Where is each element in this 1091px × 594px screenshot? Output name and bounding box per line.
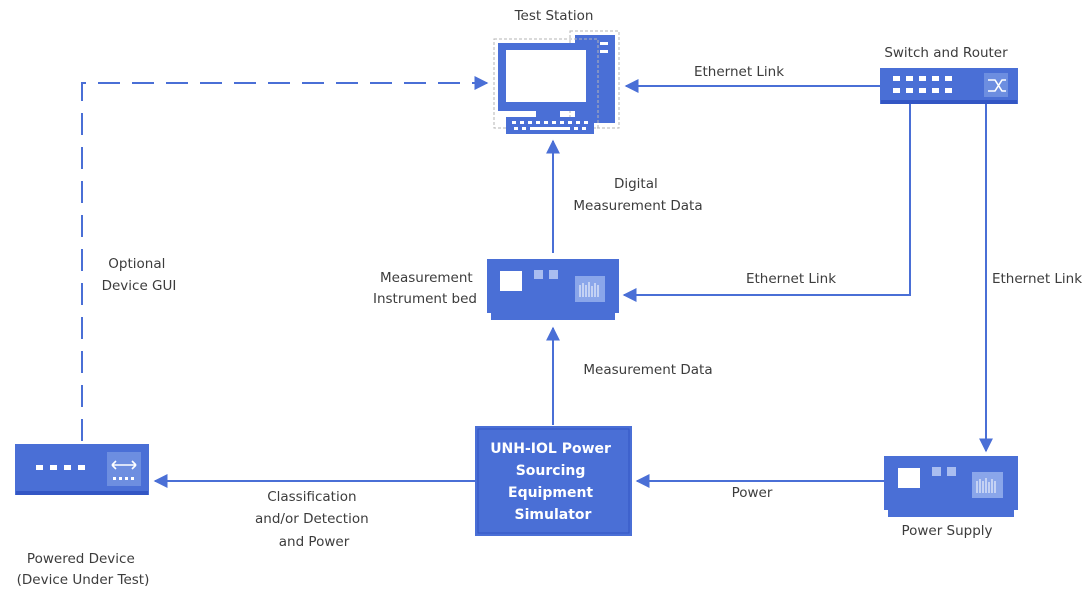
- edge-label-classification: Classification and/or Detection and Powe…: [255, 489, 373, 550]
- powered-device-label: Powered Device (Device Under Test): [17, 551, 150, 588]
- edge-label-power: Power: [732, 485, 773, 501]
- edge-label-digital-data: Digital Measurement Data: [573, 176, 702, 214]
- edge-label-measurement-data: Measurement Data: [583, 362, 712, 378]
- power-supply-icon: [884, 456, 1018, 517]
- edge-label-ethernet-right: Ethernet Link: [992, 271, 1082, 287]
- power-supply-label: Power Supply: [901, 523, 992, 539]
- test-station-icon: [493, 30, 620, 134]
- edge-optional-gui: [81, 76, 489, 441]
- powered-device-icon: [15, 444, 149, 495]
- pse-simulator-label: UNH-IOL Power Sourcing Equipment Simulat…: [490, 441, 616, 523]
- switch-router-label: Switch and Router: [884, 45, 1008, 61]
- test-station-label: Test Station: [514, 8, 594, 24]
- switch-router-icon: [880, 68, 1018, 104]
- pse-simulator-box: [475, 426, 632, 536]
- edge-label-ethernet-mid: Ethernet Link: [746, 271, 836, 287]
- measurement-bed-label: Measurement Instrument bed: [373, 270, 477, 307]
- edge-switch-to-measurement: [622, 104, 911, 302]
- edge-label-optional-gui: Optional Device GUI: [102, 256, 177, 294]
- measurement-bed-icon: [487, 259, 619, 320]
- edge-label-ethernet-top: Ethernet Link: [694, 64, 784, 80]
